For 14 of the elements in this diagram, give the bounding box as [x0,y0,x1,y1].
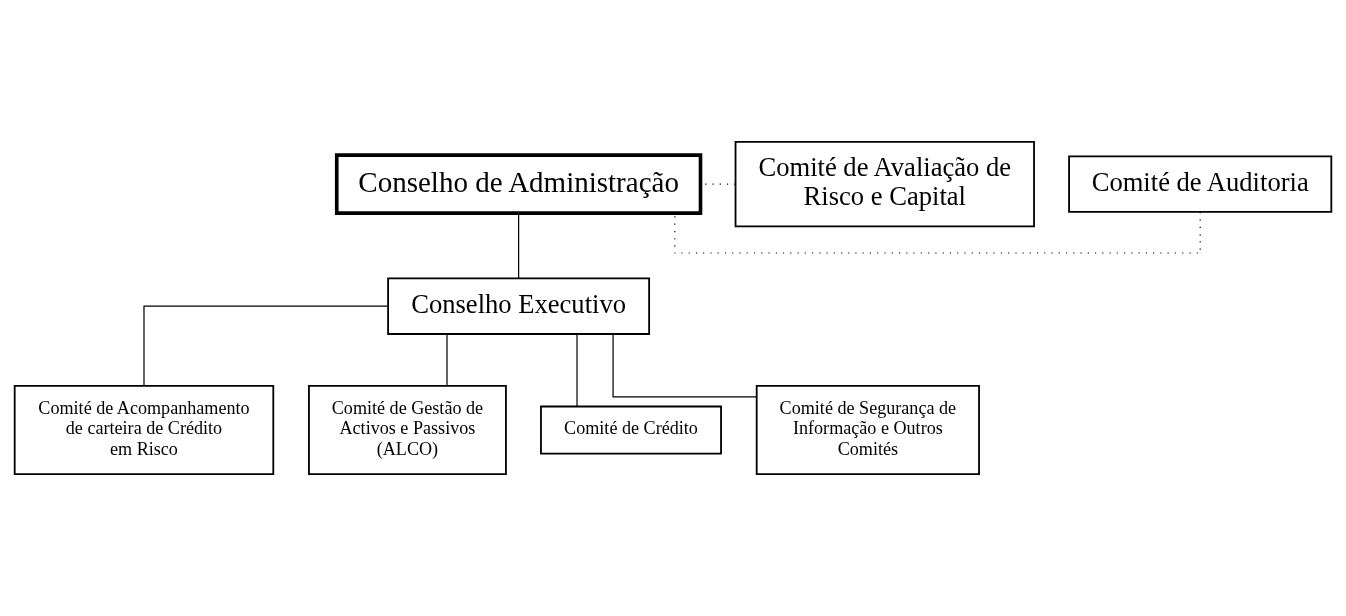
connector [143,305,389,387]
node-box: Conselho de Administração [334,153,703,215]
connector [674,211,1201,254]
node-box: Comité de Auditoria [1068,155,1333,213]
node-box: Comité de Acompanhamento de carteira de Crédito em Risco [13,385,275,476]
connector [446,333,448,387]
node-box: Comité de Crédito [540,405,722,455]
node-box: Comité de Segurança de Informação e Outros Comités [755,385,980,476]
node-box: Comité de Gestão de Activos e Passivos (ALCO) [308,385,507,476]
connector [576,333,578,407]
connector [612,333,758,398]
node-box: Conselho Executivo [387,277,651,335]
node-box: Comité de Avaliação de Risco e Capital [734,140,1035,228]
connector [518,212,520,279]
